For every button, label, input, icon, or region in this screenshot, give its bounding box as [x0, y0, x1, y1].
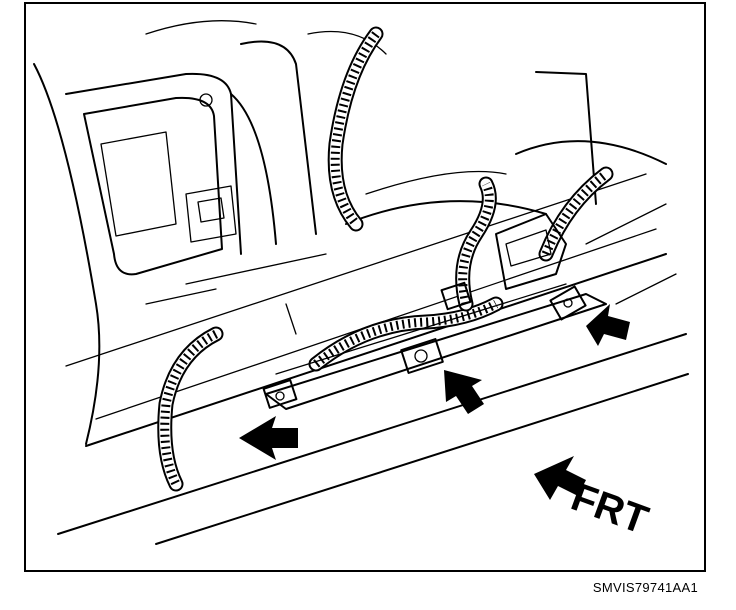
clip-left — [262, 379, 298, 409]
diagram-frame: FRT — [24, 2, 706, 572]
harness-clips — [262, 281, 587, 409]
front-direction-arrow — [534, 456, 586, 500]
front-direction-label: FRT — [566, 475, 654, 543]
clip-center — [400, 338, 444, 374]
wiring-harness-illustration: FRT — [33, 20, 689, 545]
pointer-arrows — [239, 304, 630, 500]
seat-rail-structure — [345, 71, 677, 305]
arrow-pointing-left-clip — [239, 416, 298, 460]
arrow-pointing-right-clip — [586, 304, 630, 346]
arrow-pointing-center-clip — [444, 370, 484, 414]
clip-top — [440, 281, 472, 311]
figure-code: SMVIS79741AA1 — [592, 580, 698, 595]
wiring-harness — [157, 26, 614, 492]
dashboard-panel — [33, 20, 387, 445]
clip-right — [549, 285, 587, 321]
